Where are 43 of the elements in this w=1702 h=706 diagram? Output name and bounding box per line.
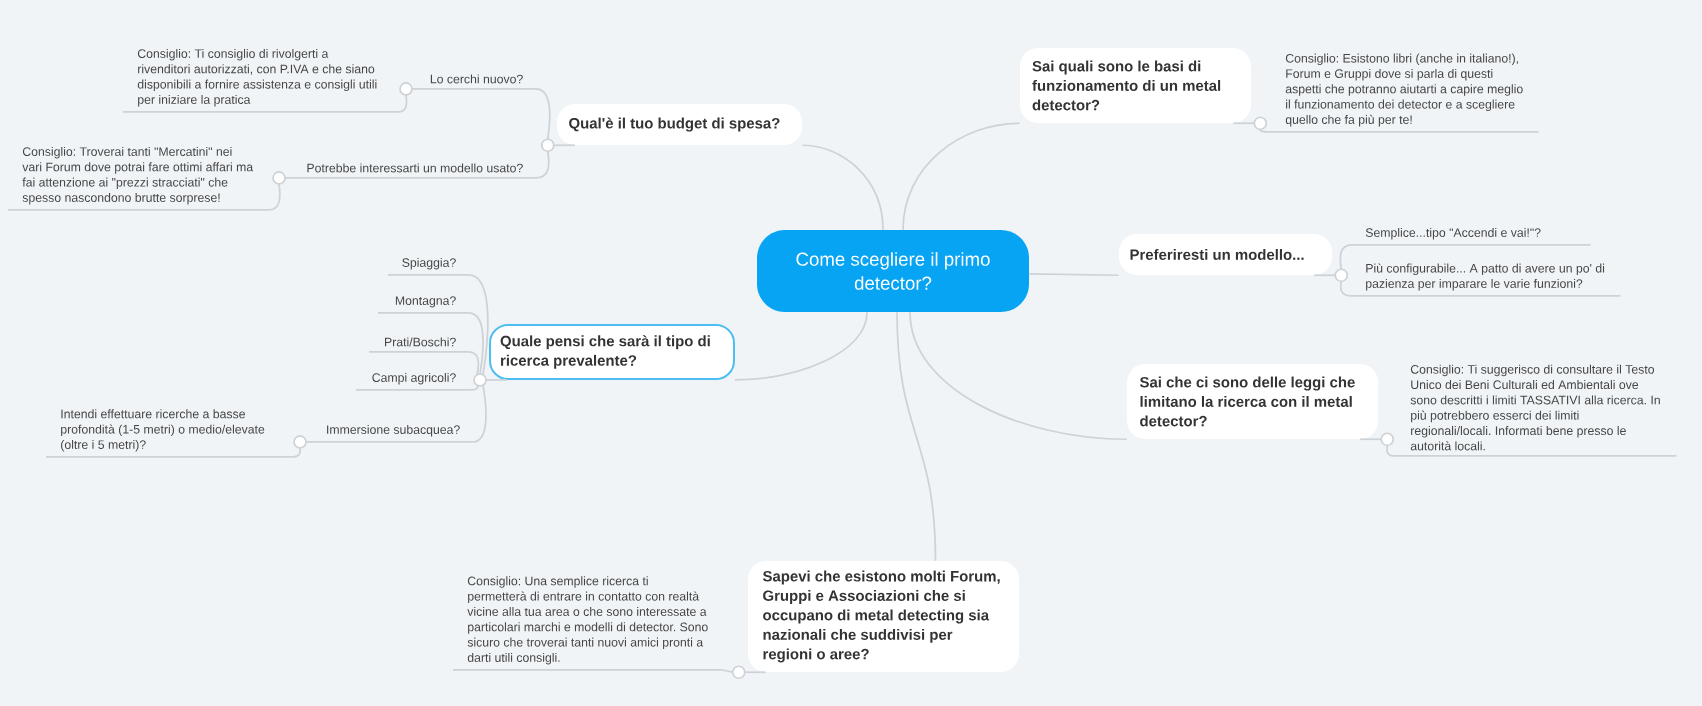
connector [534,150,550,179]
note-text: Consiglio: Troverai tanti "Mercatini" nei vari Forum dove potrai fare ottimi affari ma fai attenzione ai "prezzi stracciati" che spesso nascondono brutte sorprese! [7,146,270,211]
note-text: Consiglio: Una semplice ricerca ti permetterà di entrare in contatto con realtà vicine alla tua area o che sono interessate a particolari marchi e modelli di detector. Sono sicuro che troverai tanti nuovi amici pronti a darti utili consigli. [452,576,724,671]
connector [267,183,281,211]
connector [896,311,937,562]
connector [534,88,551,141]
subtopic-label: Prati/Boschi? [368,337,470,353]
topic-box: Sai che ci sono delle leggi che limitano la ricerca con il metal detector? [1127,364,1383,441]
connector [1339,280,1353,297]
connector [467,351,480,376]
note-text: Consiglio: Ti suggerisco di consultare il Testo Unico dei Beni Culturali ed Ambientali ove sono descritti i limiti TASSATIVI alla ricerca. In più potrebbero esserci dei limiti regionali/locali. Informati bene presso le autorità locali. [1394,364,1678,457]
subtopic-label: Più configurabile... A patto di avere un po' di pazienza per imparare le varie funzioni? [1351,263,1622,297]
connector [1028,273,1120,277]
connector [1259,128,1273,133]
subtopic-label: Spiaggia? [387,257,470,276]
note-text: Consiglio: Ti consiglio di rivolgerti a rivenditori autorizzati, con P.IVA e che siano disponibili a fornire assistenza e consigli utili per iniziare la pratica [122,48,399,113]
connector [467,384,479,391]
topic-box: Quale pensi che sarà il tipo di ricerca prevalente? [485,324,735,381]
subtopic-label: Potrebbe interessarti un modello usato? [284,163,537,179]
connector [721,669,734,674]
connector [734,311,868,381]
note-text: Intendi effettuare ricerche a basse profondità (1-5 metri) o medio/elevate (oltre i 5 metri)? [45,409,292,458]
topic-box: Preferiresti un modello... [1119,234,1337,277]
connector [396,94,408,113]
subtopic-label: Montagna? [377,296,470,314]
subtopic-label: Immersione subacquea? [305,424,474,443]
topic-box: Qual'è il tuo budget di spesa? [552,104,802,147]
connector [1339,244,1353,271]
central-topic: Come scegliere il primo detector? [757,230,1029,312]
topic-box: Sapevi che esistono molti Forum, Gruppi e Associazioni che si occupano di metal detecting sia nazionali che suddivisi per regioni o aree? [743,561,1019,674]
connector [909,311,1128,441]
subtopic-label: Lo cerchi nuovo? [411,74,537,90]
note-text: Consiglio: Esistono libri (anche in italiano!), Forum e Gruppi dove si parla di questi aspetti che potranno aiutarti a capire meglio il funzionamento dei detector e a scegliere quello che fa più per te! [1271,53,1540,133]
connector [1385,444,1396,457]
connector [801,144,884,231]
connector [467,312,484,375]
connector [289,447,302,458]
topic-box: Sai quali sono le basi di funzionamento di un metal detector? [1020,48,1256,125]
connector [467,274,489,376]
subtopic-label: Campi agricoli? [355,372,470,391]
subtopic-label: Semplice...tipo "Accendi e vai!"? [1351,227,1592,246]
connector [471,384,487,443]
connector [902,122,1021,231]
